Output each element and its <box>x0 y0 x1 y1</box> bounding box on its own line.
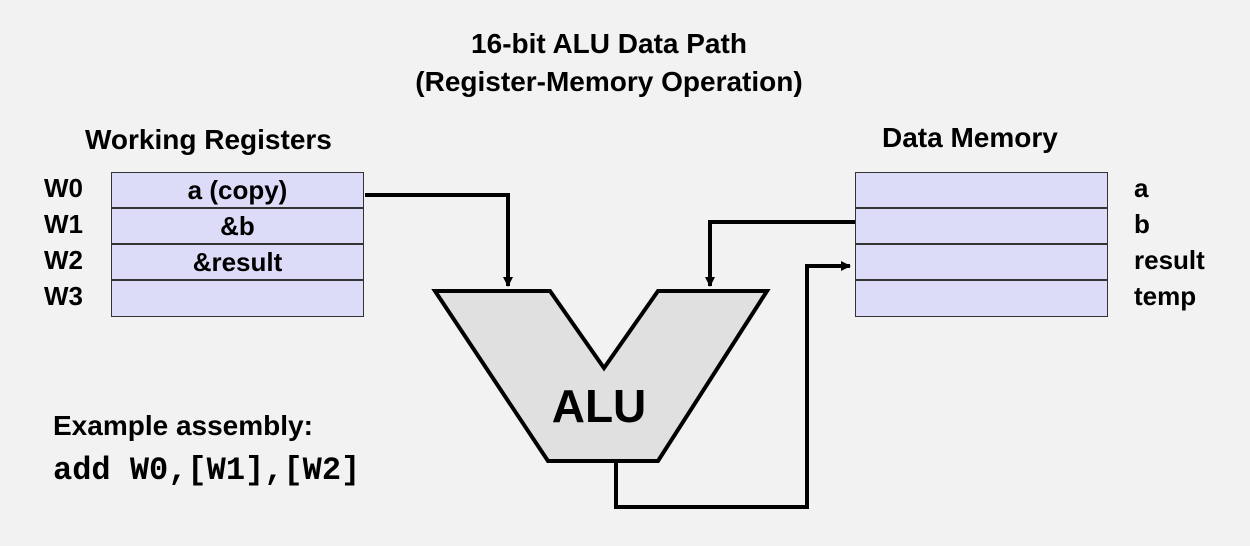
example-label: Example assembly: <box>53 410 313 441</box>
memory-label-a: a <box>1134 173 1149 203</box>
diagram-subtitle: (Register-Memory Operation) <box>415 66 803 97</box>
register-cell-w2: &result <box>111 244 364 280</box>
wire-w0-to-alu <box>365 193 513 287</box>
wire-alu-to-memory <box>614 261 851 509</box>
register-name-w3: W3 <box>44 281 83 311</box>
alu-label: ALU <box>552 380 647 432</box>
memory-cell-a <box>855 172 1108 208</box>
register-name-w0: W0 <box>44 173 83 203</box>
register-name-w1: W1 <box>44 209 83 239</box>
memory-label-result: result <box>1134 245 1205 275</box>
memory-heading: Data Memory <box>882 122 1058 153</box>
memory-label-b: b <box>1134 209 1150 239</box>
register-cell-w3 <box>111 280 364 317</box>
memory-cell-b <box>855 208 1108 244</box>
diagram-title: 16-bit ALU Data Path <box>471 28 747 59</box>
wire-memory-to-alu <box>705 220 855 287</box>
example-code: add W0,[W1],[W2] <box>53 452 361 489</box>
register-cell-w0: a (copy) <box>111 172 364 208</box>
memory-label-temp: temp <box>1134 281 1197 311</box>
register-cell-w1: &b <box>111 208 364 244</box>
register-name-w2: W2 <box>44 245 83 275</box>
alu-shape <box>431 289 771 463</box>
registers-heading: Working Registers <box>85 124 332 155</box>
memory-cell-temp <box>855 280 1108 317</box>
memory-cell-result <box>855 244 1108 280</box>
